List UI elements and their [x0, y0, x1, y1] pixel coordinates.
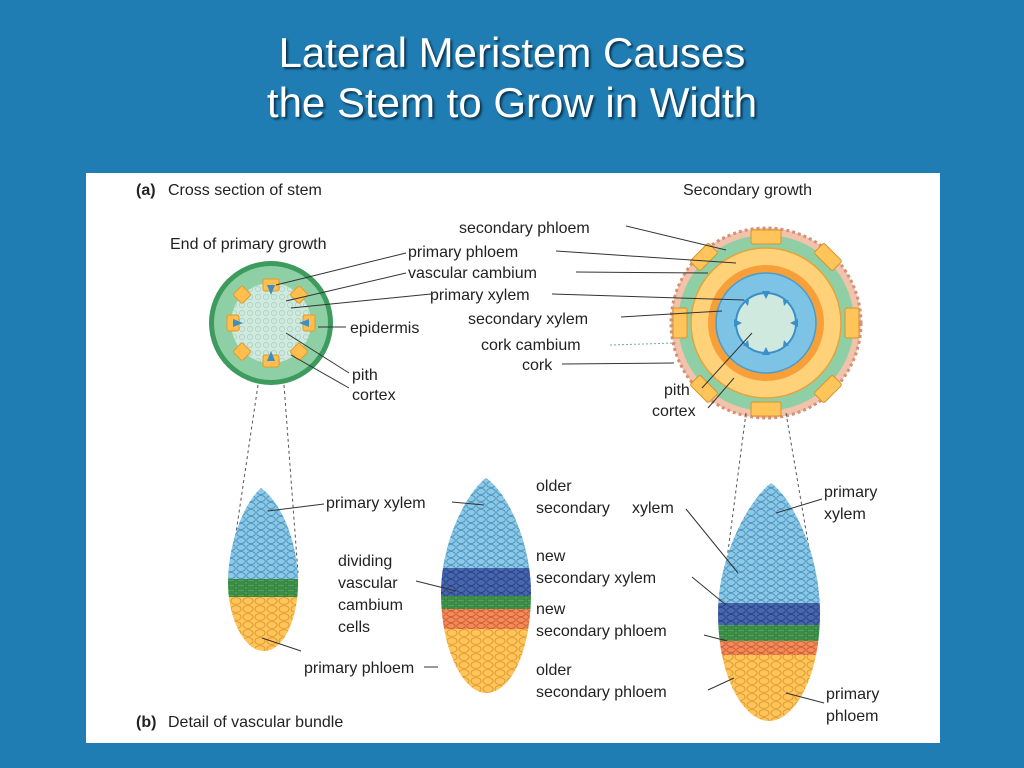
label-older-sx-line1: older [536, 478, 572, 495]
label-primary-xylem-a: primary xylem [430, 287, 530, 304]
label-primary-phloem-a: primary phloem [408, 244, 518, 261]
vascular-bundle-early-secondary [441, 478, 531, 693]
label-primary-xylem-b3-line2: xylem [824, 506, 866, 523]
panel-a-letter: (a) [136, 182, 156, 199]
bundle2-new-secondary-phloem [441, 609, 531, 629]
label-epidermis: epidermis [350, 320, 419, 337]
panel-b-leader-lines [261, 498, 825, 704]
label-new-sp-line2: secondary phloem [536, 623, 667, 640]
bundle1-primary-xylem [228, 488, 298, 581]
panel-b-letter: (b) [136, 714, 156, 731]
label-cork: cork [522, 357, 553, 374]
vascular-bundle-late-secondary [718, 483, 820, 721]
label-cortex-left: cortex [352, 387, 396, 404]
label-primary-xylem-b1: primary xylem [326, 495, 426, 512]
label-cork-cambium: cork cambium [481, 337, 581, 354]
bundle3-new-secondary-xylem [718, 603, 820, 625]
label-new-sx-line2: secondary xylem [536, 570, 656, 587]
stem-diagram: (a) Cross section of stem End of primary… [136, 182, 879, 731]
label-pith-left: pith [352, 367, 378, 384]
secondary-primary-xylem-wedges [734, 291, 798, 355]
label-primary-xylem-b3-line1: primary [824, 484, 877, 501]
vascular-bundle-primary [228, 488, 298, 651]
bundle1-primary-phloem [228, 597, 298, 651]
primary-stem-cross-section [209, 261, 333, 385]
label-primary-phloem-b1: primary phloem [304, 660, 414, 677]
panel-a-caption: Cross section of stem [168, 182, 322, 199]
bundle2-new-secondary-xylem [441, 568, 531, 596]
label-cambium: cambium [338, 597, 403, 614]
label-new-sp-line1: new [536, 601, 566, 618]
label-new-sx-line1: new [536, 548, 566, 565]
label-cortex-right: cortex [652, 403, 696, 420]
slide-title: Lateral Meristem Causes the Stem to Grow… [0, 28, 1024, 128]
bundle2-cambium [441, 596, 531, 609]
label-older-sx-line2: secondary [536, 500, 610, 517]
pith-region [231, 283, 311, 363]
primary-growth-heading: End of primary growth [170, 236, 327, 253]
label-primary-phloem-b3-line1: primary [826, 686, 879, 703]
label-pith-right: pith [664, 382, 690, 399]
diagram-figure: (a) Cross section of stem End of primary… [86, 173, 940, 743]
bundle2-older-secondary-xylem [441, 478, 531, 568]
label-secondary-xylem-a: secondary xylem [468, 311, 588, 328]
label-older-sp-line1: older [536, 662, 572, 679]
phloem-bundles-secondary [672, 229, 860, 417]
label-older-sp-line2: secondary phloem [536, 684, 667, 701]
panel-a-leader-lines [275, 225, 753, 409]
panel-b-caption: Detail of vascular bundle [168, 714, 343, 731]
bundle3-cambium [718, 625, 820, 641]
label-dividing: dividing [338, 553, 392, 570]
title-line-1: Lateral Meristem Causes [278, 29, 746, 76]
secondary-stem-cross-section [669, 226, 863, 420]
bundle2-older-secondary-phloem [441, 629, 531, 693]
title-line-2: the Stem to Grow in Width [266, 79, 758, 126]
label-cells: cells [338, 619, 370, 636]
label-older-sx-line3: xylem [632, 500, 674, 517]
bundle3-new-secondary-phloem [718, 641, 820, 655]
label-secondary-phloem: secondary phloem [459, 220, 590, 237]
bundle1-cambium [228, 579, 298, 597]
label-vascular: vascular [338, 575, 398, 592]
primary-xylem-wedges [233, 285, 309, 361]
label-primary-phloem-b3-line2: phloem [826, 708, 878, 725]
label-vascular-cambium: vascular cambium [408, 265, 537, 282]
secondary-growth-heading: Secondary growth [683, 182, 812, 199]
bundle3-phloem [718, 655, 820, 721]
